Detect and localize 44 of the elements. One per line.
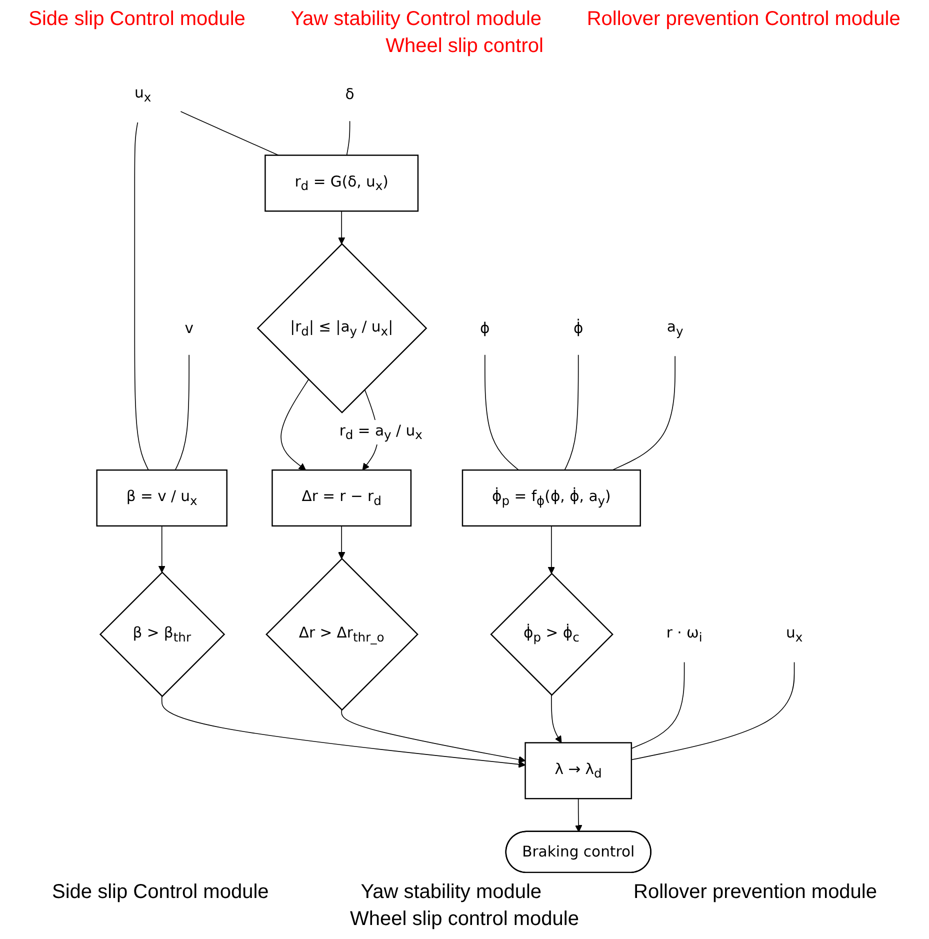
arrow — [280, 379, 309, 470]
node-box: r$_{d}$ = G(δ, u$_{x}$) — [264, 154, 419, 212]
arrow — [161, 696, 526, 768]
arrow — [548, 526, 556, 574]
connector — [631, 662, 795, 760]
node-box: Δr = r − r$_{d}$ — [272, 469, 412, 527]
module-heading: Side slip Control module — [28, 8, 246, 31]
node-text: ϕ̇ — [573, 320, 584, 337]
node-text: δ — [345, 86, 354, 104]
edge-label: r$_{d}$ = a$_{y}$ / u$_{x}$ — [339, 422, 422, 443]
connector — [180, 111, 279, 156]
node-diamond: Δr > Δr$_{thr_o}$ — [266, 558, 418, 711]
node-box: λ → λ$_{d}$ — [524, 742, 632, 800]
connector — [484, 354, 520, 470]
module-heading: Wheel slip control — [386, 35, 544, 58]
node-diamond: β > β$_{thr}$ — [99, 571, 226, 698]
node-text: u$_{x}$ — [786, 624, 803, 645]
node-text: v — [184, 320, 194, 337]
node-text: r · ω$_{i}$ — [666, 624, 702, 645]
node-text: a$_{y}$ — [666, 318, 684, 339]
connector — [564, 354, 579, 470]
node-diamond: ϕ̇$_{p}$ > ϕ̇$_{c}$ — [490, 572, 614, 696]
node-text: u$_{x}$ — [134, 84, 152, 105]
connector — [174, 354, 190, 470]
arrow — [158, 526, 166, 573]
module-caption: Wheel slip control module — [350, 908, 579, 931]
module-caption: Rollover prevention module — [634, 881, 877, 904]
node-text: ϕ — [480, 320, 490, 337]
arrow — [551, 694, 562, 744]
arrow — [338, 210, 346, 244]
module-heading: Rollover prevention Control module — [586, 8, 900, 31]
node-diamond: |r$_{d}$| ≤ |a$_{y}$ / u$_{x}$| — [256, 243, 428, 414]
arrow — [338, 526, 346, 560]
module-heading: Yaw stability Control module — [290, 8, 542, 31]
module-caption: Yaw stability module — [360, 881, 542, 904]
node-box: ϕ̇$_{p}$ = f$_{ϕ}$(ϕ, ϕ̇, a$_{y}$) — [462, 469, 641, 527]
connector — [612, 356, 676, 470]
node-box: β = v / u$_{x}$ — [96, 469, 228, 527]
module-caption: Side slip Control module — [52, 881, 269, 904]
connector — [134, 122, 149, 470]
arrow — [341, 710, 526, 764]
connector — [346, 120, 350, 156]
arrow — [574, 798, 582, 832]
connector — [631, 662, 685, 749]
